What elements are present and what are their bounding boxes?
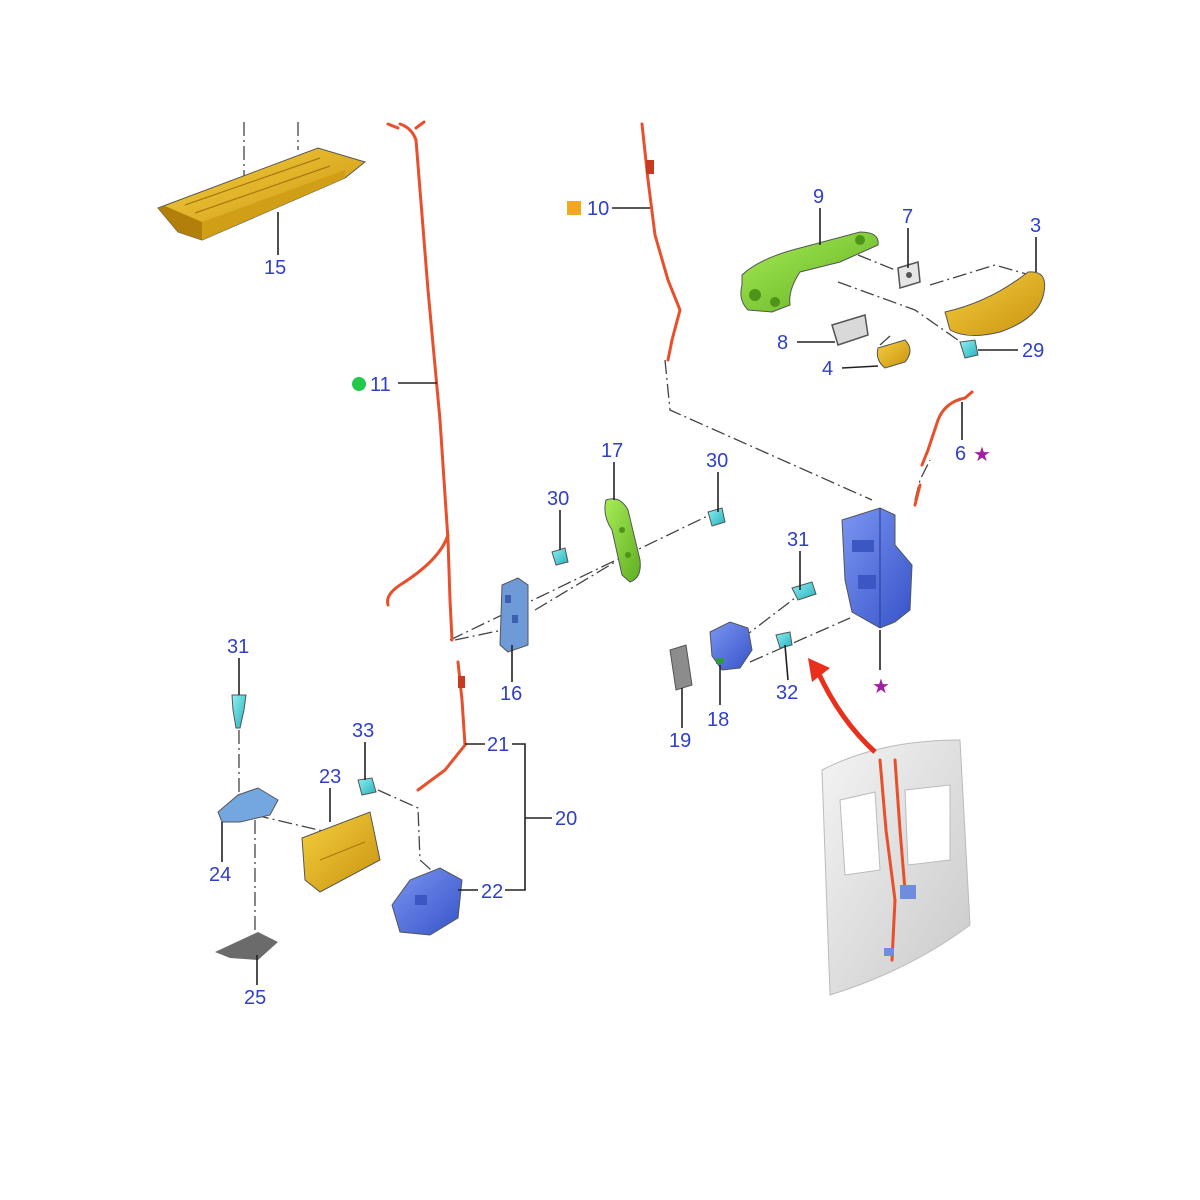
- part-8-plate: [831, 314, 869, 346]
- cable-6: [913, 390, 974, 507]
- part-15-tray: [157, 147, 367, 241]
- callout-30-left: 30: [547, 488, 569, 510]
- callout-21: 21: [487, 734, 509, 756]
- part-32-screw: [775, 631, 793, 649]
- part-33-clip: [357, 777, 377, 796]
- callout-25: 25: [244, 987, 266, 1009]
- part-9-handle-bracket: [740, 231, 879, 313]
- circle-marker: [352, 377, 366, 391]
- part-4-cap: [876, 339, 911, 369]
- lock-assembly: [841, 507, 913, 629]
- callout-6: 6: [955, 443, 966, 465]
- cable-21: [416, 660, 467, 792]
- callout-20: 20: [555, 808, 577, 830]
- markers: ★ ★: [352, 201, 991, 698]
- part-16-latch-plate: [499, 577, 529, 653]
- callout-16: 16: [500, 683, 522, 705]
- callout-18: 18: [707, 709, 729, 731]
- callout-4: 4: [822, 358, 833, 380]
- part-19-pad: [669, 644, 693, 691]
- callout-33: 33: [352, 720, 374, 742]
- part-23-bracket: [301, 811, 381, 893]
- part-18-bracket: [709, 621, 753, 671]
- callout-31-right: 31: [787, 529, 809, 551]
- part-31-bolt-left: [231, 694, 247, 729]
- callout-10: 10: [587, 198, 609, 220]
- part-7-gasket: [897, 261, 921, 289]
- cable-11: [386, 120, 454, 642]
- star-marker-6: ★: [973, 442, 991, 466]
- assembly-lines: [238, 122, 1031, 945]
- part-24-bracket: [217, 787, 279, 823]
- square-marker: [567, 201, 581, 215]
- callout-24: 24: [209, 864, 231, 886]
- part-30-clip-a: [551, 547, 569, 566]
- callout-22: 22: [481, 881, 503, 903]
- callout-15: 15: [264, 257, 286, 279]
- callout-30-right: 30: [706, 450, 728, 472]
- part-25-plate: [215, 932, 278, 960]
- star-marker-lock: ★: [872, 674, 890, 698]
- callout-11: 11: [370, 374, 391, 396]
- callout-32: 32: [776, 682, 798, 704]
- callout-7: 7: [902, 206, 913, 228]
- callout-8: 8: [777, 332, 788, 354]
- callout-19: 19: [669, 730, 691, 752]
- van-door-thumbnail: [821, 739, 971, 996]
- callout-29: 29: [1022, 340, 1044, 362]
- cable-10: [640, 122, 682, 362]
- leader-lines: [221, 207, 1037, 985]
- part-17-bracket: [604, 498, 641, 583]
- part-30-clip-b: [707, 507, 726, 527]
- callout-3: 3: [1030, 215, 1041, 237]
- callout-labels: 15 11 10 9 7 3 8 4 29 6 17 30 30 31 16 1…: [209, 186, 1044, 1009]
- callout-9: 9: [813, 186, 824, 208]
- callout-17: 17: [601, 440, 623, 462]
- callout-23: 23: [319, 766, 341, 788]
- pointer-arrow: [808, 658, 877, 754]
- part-29-clip: [959, 339, 979, 359]
- callout-31-left: 31: [227, 636, 249, 658]
- part-22-lock: [391, 867, 463, 936]
- part-3-handle: [944, 271, 1046, 336]
- part-31-bolt-right: [791, 581, 817, 601]
